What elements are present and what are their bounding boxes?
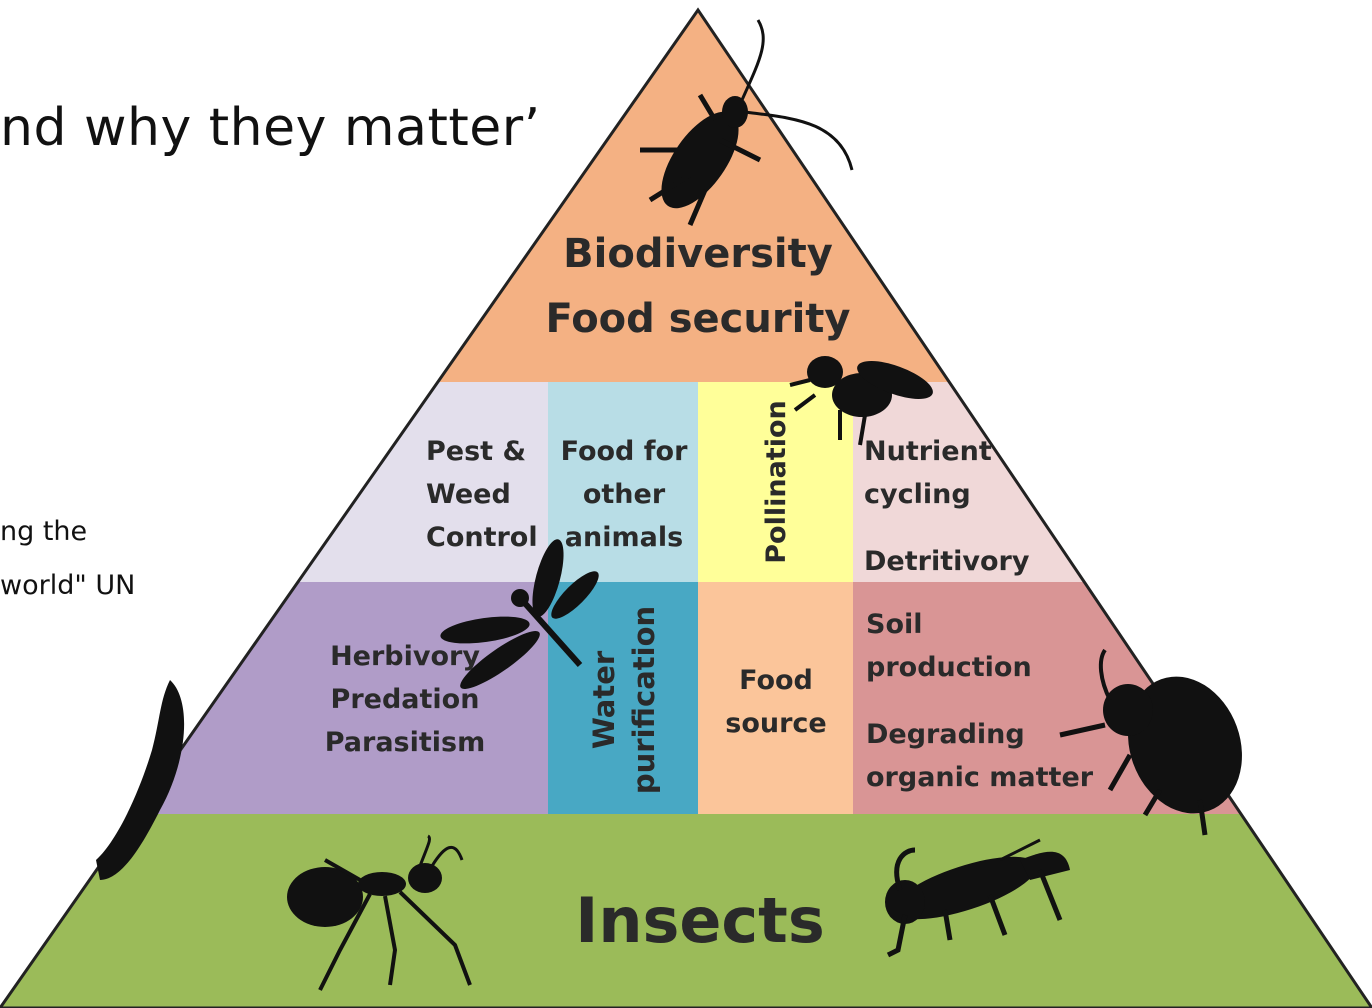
nutrient-label-1: Nutrient [864,436,992,467]
herbivory-label-2: Predation [331,684,480,715]
food-animals-label-2: other [583,479,666,510]
soil-label-1: Soil [866,609,923,640]
degrading-label-2: organic matter [866,762,1094,793]
food-source-label-2: source [725,708,826,739]
pest-label-3: Control [426,522,538,553]
nutrient-label-2: cycling [864,479,971,510]
soil-label-2: production [866,652,1032,683]
water-label-2: purification [627,606,661,794]
herbivory-label-1: Herbivory [330,641,480,672]
insects-label: Insects [575,884,824,957]
water-label-1: Water [587,650,621,749]
food-source-cell [698,582,853,814]
water-purification-cell [548,582,698,814]
pollination-label: Pollination [761,400,792,563]
pest-label-2: Weed [426,479,511,510]
food-animals-label-3: animals [565,522,683,553]
degrading-label-1: Degrading [866,719,1025,750]
food-animals-label-1: Food for [561,436,688,467]
detritivory-label: Detritivory [864,546,1030,577]
herbivory-label-3: Parasitism [325,727,486,758]
pest-label-1: Pest & [426,436,526,467]
food-source-label-1: Food [739,665,813,696]
top-label-line-2: Food security [546,296,851,342]
top-label-line-1: Biodiversity [563,231,833,277]
